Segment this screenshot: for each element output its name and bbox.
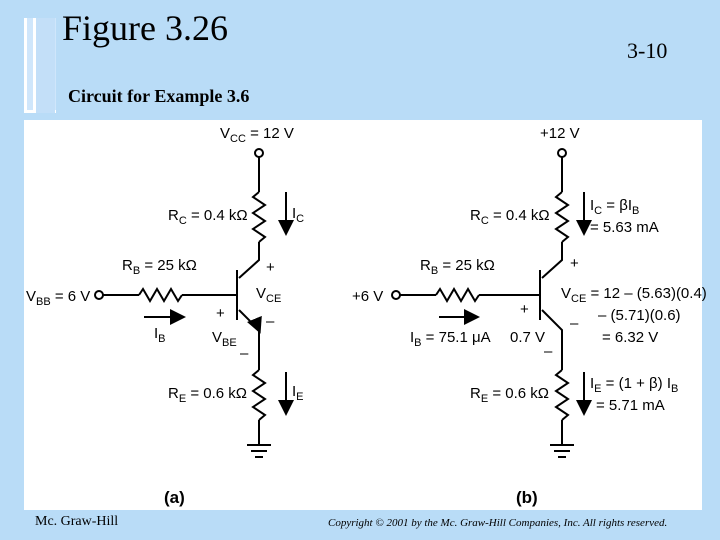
b-vin-terminal — [391, 290, 401, 300]
b-vce-line1: VCE = 12 – (5.63)(0.4) — [561, 285, 707, 305]
decor-bar-inner — [33, 18, 55, 113]
a-plus-be: + — [216, 305, 225, 322]
b-re-label: RE = 0.6 kΩ — [470, 385, 549, 405]
b-re-resistor — [554, 369, 570, 421]
b-panel-label: (b) — [516, 488, 538, 507]
a-rb-resistor — [138, 287, 183, 303]
a-re-resistor — [251, 369, 267, 421]
b-rc-label: RC = 0.4 kΩ — [470, 207, 550, 227]
a-ie-label: IE — [292, 383, 304, 403]
b-ground — [550, 444, 574, 458]
a-vce-label: VCE — [256, 285, 281, 305]
b-minus-ce: – — [570, 315, 579, 332]
slide-number: 3-10 — [627, 38, 668, 63]
slide-title: Figure 3.26 — [62, 8, 228, 48]
a-minus-ce: – — [266, 313, 275, 330]
b-ic-label-2: = 5.63 mA — [590, 219, 659, 236]
a-vcc-label: VCC = 12 V — [220, 125, 294, 145]
circuit-figure: VCC = 12 V RC = 0.4 kΩ IC RB = 25 kΩ VBB… — [26, 125, 707, 507]
a-rc-resistor — [251, 191, 267, 243]
a-re-label: RE = 0.6 kΩ — [168, 385, 247, 405]
a-plus-ce: + — [266, 259, 275, 276]
b-plus-be: + — [520, 301, 529, 318]
publisher-label: Mc. Graw-Hill — [35, 514, 119, 529]
a-emitter-lead — [238, 309, 262, 370]
b-ib-label: IB = 75.1 μA — [410, 329, 491, 349]
b-vcc-terminal — [557, 148, 567, 158]
b-vce-line2: – (5.71)(0.6) — [598, 307, 681, 324]
b-vcc-label: +12 V — [540, 125, 580, 142]
b-plus-ce: + — [570, 255, 579, 272]
b-rb-label: RB = 25 kΩ — [420, 257, 495, 277]
b-rb-resistor — [435, 287, 480, 303]
a-panel-label: (a) — [164, 488, 185, 507]
a-wire-collector — [238, 242, 260, 279]
a-vcc-terminal — [254, 148, 264, 158]
a-rc-label: RC = 0.4 kΩ — [168, 207, 248, 227]
b-vbe-label: 0.7 V — [510, 329, 545, 346]
figure-panel: VCC = 12 V RC = 0.4 kΩ IC RB = 25 kΩ VBB… — [24, 120, 707, 510]
a-minus-be: – — [240, 345, 249, 362]
b-rc-resistor — [554, 191, 570, 243]
b-vce-line3: = 6.32 V — [602, 329, 658, 346]
b-ie-label-1: IE = (1 + β) IB — [590, 375, 678, 395]
a-vbb-terminal — [94, 290, 104, 300]
a-vbb-label: VBB = 6 V — [26, 288, 90, 308]
a-rb-label: RB = 25 kΩ — [122, 257, 197, 277]
slide-subtitle: Circuit for Example 3.6 — [68, 86, 250, 106]
b-minus-be: – — [544, 343, 553, 360]
a-ib-label: IB — [154, 325, 166, 345]
b-wire-collector — [541, 242, 563, 279]
b-vin-label: +6 V — [352, 288, 383, 305]
copyright-notice: Copyright © 2001 by the Mc. Graw-Hill Co… — [328, 517, 668, 529]
a-vbe-label: VBE — [212, 329, 237, 349]
b-emitter-lead — [541, 309, 563, 370]
a-ground — [247, 444, 271, 458]
b-ie-label-2: = 5.71 mA — [596, 397, 665, 414]
a-ic-label: IC — [292, 205, 304, 225]
b-ic-label-1: IC = βIB — [590, 197, 639, 217]
